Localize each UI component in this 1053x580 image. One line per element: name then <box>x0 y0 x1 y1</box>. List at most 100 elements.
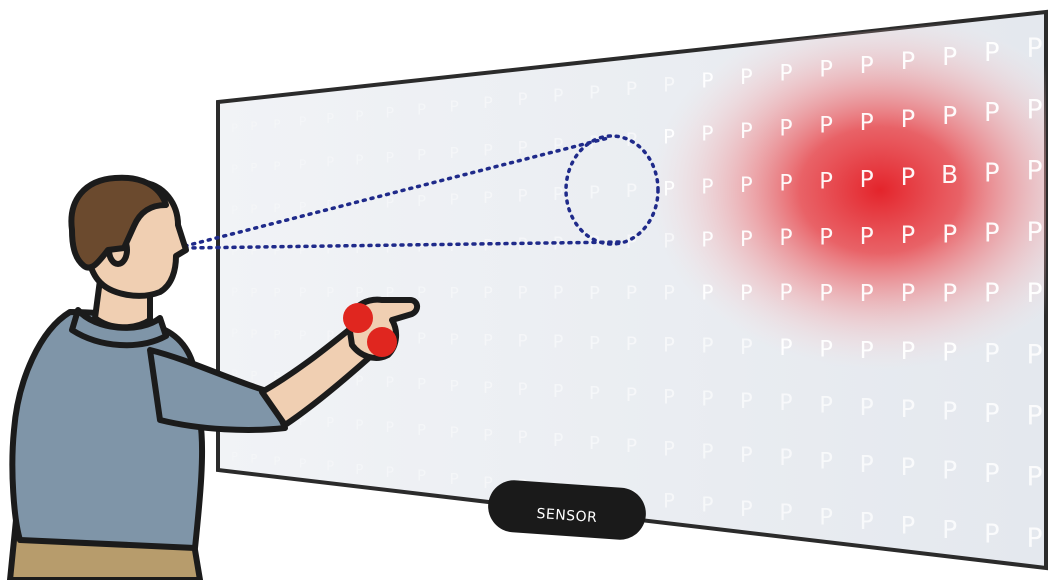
screen-letter: P <box>450 330 459 348</box>
screen-letter: P <box>450 237 459 255</box>
screen-letter: P <box>450 97 459 115</box>
screen-letter: P <box>819 504 833 530</box>
screen-letter: P <box>553 136 564 156</box>
screen-letter: P <box>901 279 916 307</box>
screen-letter: P <box>901 337 916 365</box>
screen-letter: P <box>984 279 1000 309</box>
screen-letter: P <box>942 338 957 367</box>
screen-letter: P <box>984 219 1000 249</box>
screen-letter: P <box>483 425 493 444</box>
screen-letter: P <box>417 285 426 302</box>
screen-letter: P <box>450 144 459 162</box>
screen-letter: P <box>231 450 238 463</box>
screen-letter: P <box>901 221 916 249</box>
screen-letter: P <box>299 285 307 300</box>
screen-letter: P <box>779 501 792 526</box>
screen-letter: P <box>355 418 363 434</box>
screen-letter: P <box>231 163 238 176</box>
screen-letter: P <box>663 489 675 512</box>
screen-letter: P <box>450 284 459 302</box>
screen-letter: P <box>942 101 957 130</box>
screen-letter: P <box>250 285 257 299</box>
screen-letter: P <box>1026 278 1042 309</box>
screen-letter: P <box>779 226 792 251</box>
screen-letter: P <box>701 175 713 199</box>
screen-letter: P <box>860 223 874 250</box>
screen-letter: P <box>984 38 1000 68</box>
screen-letter: P <box>589 333 600 354</box>
screen-letter: P <box>386 420 395 436</box>
screen-letter: P <box>386 150 395 166</box>
screen-letter: P <box>860 52 874 79</box>
screen-letter: P <box>386 105 395 121</box>
screen-letter: P <box>355 462 363 478</box>
screen-letter: P <box>663 437 675 460</box>
screen-letter: P <box>483 283 493 302</box>
screen-letter: P <box>386 375 395 391</box>
screen-letter: P <box>450 377 459 395</box>
screen-letter: P <box>1026 156 1042 187</box>
screen-letter: P <box>701 228 713 252</box>
screen-letter: P <box>740 65 753 89</box>
screen-letter: P <box>819 337 833 363</box>
screen-letter: P <box>299 456 307 471</box>
screen-letter: P <box>701 493 713 517</box>
screen-letter: P <box>483 188 493 207</box>
screen-letter: P <box>589 183 600 204</box>
screen-letter: P <box>355 197 363 213</box>
screen-letter: P <box>819 225 833 251</box>
screen-letter: P <box>417 376 426 393</box>
screen-letter: P <box>299 156 307 171</box>
screen-letter: P <box>942 397 957 426</box>
screen-letter: P <box>740 497 753 521</box>
screen-letter: P <box>518 89 528 109</box>
screen-letter: P <box>663 125 675 148</box>
screen-letter: P <box>984 339 1000 369</box>
screen-letter: P <box>663 177 675 200</box>
screen-letter: P <box>450 470 459 488</box>
screen-letter: P <box>740 389 753 413</box>
screen-letter: P <box>483 330 493 349</box>
screen-letter: P <box>250 368 257 382</box>
screen-letter: P <box>450 424 459 442</box>
screen-letter: P <box>483 93 493 112</box>
screen-letter: P <box>819 448 833 474</box>
screen-letter: P <box>1026 401 1042 432</box>
display-screen: PPPPPPPPPPPPPPPPPPPPPPPPPPPPPPPPPPPPPPPP… <box>218 10 1053 568</box>
screen-letter: P <box>740 173 753 197</box>
screen-letter: P <box>663 281 675 304</box>
screen-letter: P <box>231 327 238 340</box>
screen-letter: P <box>553 284 564 304</box>
screen-letter: P <box>901 47 916 75</box>
screen-letter: P <box>518 331 528 351</box>
screen-letter: P <box>483 378 493 397</box>
screen-letter: P <box>860 451 874 478</box>
screen-letter: P <box>386 465 395 481</box>
screen-letter: P <box>701 281 713 305</box>
screen-letter: P <box>779 116 792 141</box>
screen-letter: P <box>1026 94 1042 125</box>
screen-letter: P <box>626 79 637 100</box>
screen-letter: P <box>626 385 637 406</box>
screen-letter: P <box>663 229 675 252</box>
screen-letter: P <box>355 241 363 257</box>
screen-letter: P <box>942 456 957 485</box>
screen-letter: P <box>663 333 675 356</box>
screen-letter: P <box>355 153 363 169</box>
screen-letter: P <box>942 278 957 307</box>
screen-letter: P <box>386 240 395 256</box>
screen-letter: P <box>984 399 1000 429</box>
screen-letter: P <box>589 433 600 454</box>
screen-letter: P <box>553 431 564 451</box>
screen-letter: P <box>299 242 307 257</box>
screen-letter: P <box>1026 462 1042 493</box>
screen-letter: P <box>779 171 792 196</box>
screen-letter: P <box>779 61 792 86</box>
screen-letter: P <box>663 73 675 96</box>
screen-letter: P <box>273 285 280 299</box>
screen-letter: P <box>901 453 916 481</box>
screen-letter: P <box>250 327 257 341</box>
screen-letter: P <box>355 108 363 124</box>
screen-letter: P <box>740 281 753 305</box>
screen-letter: P <box>819 113 833 139</box>
